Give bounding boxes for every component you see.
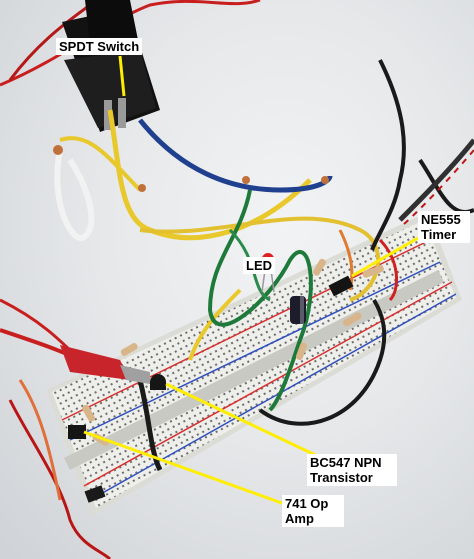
op-amp-chip bbox=[68, 425, 86, 439]
black-wire-bottom bbox=[137, 379, 163, 472]
copper-end bbox=[138, 184, 146, 192]
label-led: LED bbox=[243, 257, 275, 274]
label-741-op-amp: 741 Op Amp bbox=[282, 495, 344, 527]
label-ne555-timer: NE555 Timer bbox=[418, 211, 470, 243]
annotation-lines bbox=[83, 55, 419, 508]
copper-end bbox=[242, 176, 250, 184]
ne555-chip bbox=[328, 275, 354, 297]
capacitor bbox=[290, 296, 306, 324]
white-wire bbox=[54, 149, 95, 241]
bottom-connector bbox=[84, 485, 106, 503]
twisted-wire bbox=[398, 138, 474, 222]
yellow-wire-long bbox=[139, 216, 380, 302]
yellow-wire-down bbox=[188, 288, 242, 361]
black-wire-bottom-2 bbox=[258, 298, 387, 426]
red-wire-bottom bbox=[8, 399, 112, 559]
copper-end bbox=[53, 145, 63, 155]
blue-wire bbox=[138, 118, 333, 193]
black-wire-right bbox=[370, 59, 406, 251]
resistors bbox=[82, 258, 384, 446]
copper-end bbox=[321, 176, 329, 184]
red-wire-top bbox=[0, 0, 261, 87]
bc547-transistor bbox=[150, 374, 166, 390]
yellow-wire-loop bbox=[59, 136, 142, 192]
green-wire bbox=[207, 189, 313, 412]
red-wire-right bbox=[378, 238, 399, 302]
label-spdt-switch: SPDT Switch bbox=[56, 38, 143, 55]
label-bc547-transistor: BC547 NPN Transistor bbox=[307, 454, 397, 486]
alligator-clip bbox=[0, 328, 150, 384]
red-wire-left-top bbox=[8, 3, 91, 81]
orange-wire bbox=[18, 379, 62, 501]
